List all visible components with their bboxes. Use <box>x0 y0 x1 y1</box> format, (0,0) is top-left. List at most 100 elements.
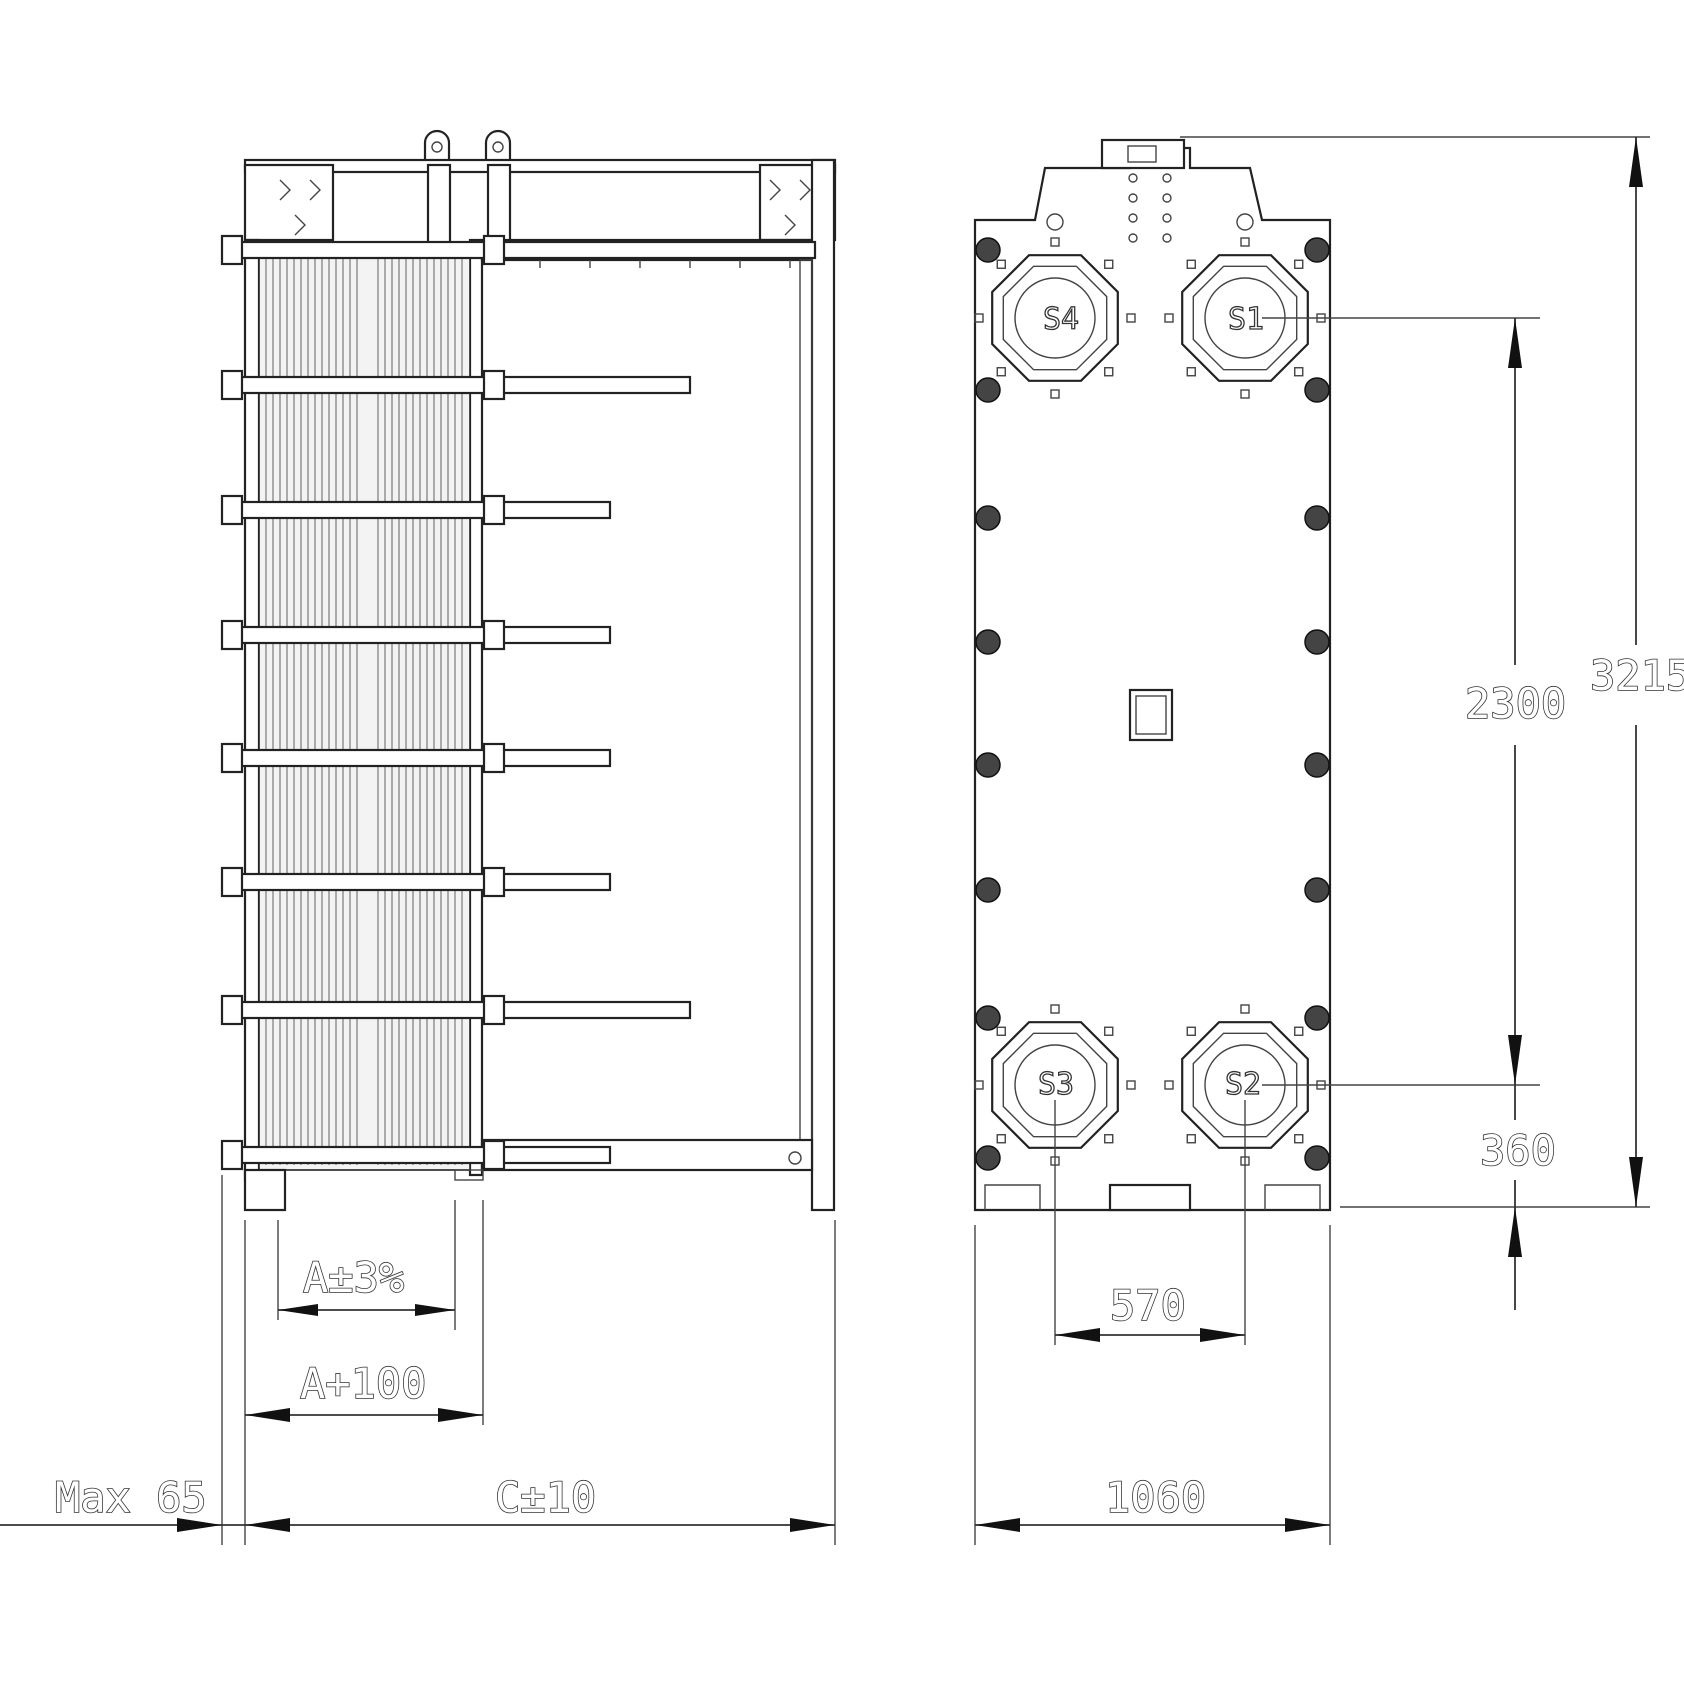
port-flange-inner <box>1192 1032 1298 1138</box>
port-flange <box>1181 1021 1309 1149</box>
frame-bolt <box>1304 629 1330 655</box>
frame-bolt <box>975 629 1001 655</box>
flange-stud <box>996 1026 1006 1036</box>
frame-bolt <box>975 1145 1001 1171</box>
flange-stud <box>1294 367 1304 377</box>
small-hole <box>1162 213 1172 223</box>
frame-bolt <box>1304 505 1330 531</box>
dim-label-2300: 2300 <box>1465 679 1566 728</box>
tightening-bolt <box>226 500 612 520</box>
small-hole <box>1162 173 1172 183</box>
flange-stud <box>1186 1026 1196 1036</box>
small-hole <box>1128 193 1138 203</box>
flange-stud <box>1050 1004 1060 1014</box>
bolt-nut <box>482 619 506 651</box>
dim-label-570: 570 <box>1110 1281 1186 1330</box>
dim-label-max-65: Max 65 <box>55 1473 207 1522</box>
bolt-nut <box>220 494 244 526</box>
frame-bolt <box>1304 1005 1330 1031</box>
lifting-lug <box>484 129 512 160</box>
port-flange <box>1181 254 1309 382</box>
frame-bolt <box>1304 377 1330 403</box>
flange-stud <box>974 313 984 323</box>
frame-head <box>243 163 335 242</box>
small-hole <box>1128 233 1138 243</box>
bolt-nut <box>482 742 506 774</box>
bolt-nut <box>220 619 244 651</box>
flange-stud <box>1104 1026 1114 1036</box>
port-connections <box>974 237 1326 1166</box>
flange-stud <box>1104 259 1114 269</box>
front-view <box>973 138 1332 1212</box>
frame-bolt <box>975 1005 1001 1031</box>
port-label-s4: S4 <box>1043 302 1079 337</box>
flange-stud <box>1126 313 1136 323</box>
lifting-hole <box>1046 213 1064 231</box>
flange-stud <box>1294 1134 1304 1144</box>
bolt-nut <box>220 866 244 898</box>
flange-stud <box>1164 1080 1174 1090</box>
bolt-nut <box>482 994 506 1026</box>
bolt-nut <box>482 369 506 401</box>
tightening-bolt <box>226 625 612 645</box>
lifting-lug <box>423 129 451 160</box>
tightening-bolts <box>220 234 817 1171</box>
support-column <box>810 158 836 1212</box>
top-holes <box>1046 173 1254 243</box>
flange-stud <box>1186 367 1196 377</box>
dim-label-a-100: A+100 <box>300 1359 426 1408</box>
small-hole <box>1162 233 1172 243</box>
tightening-bolt <box>226 1000 692 1020</box>
port-label-s2: S2 <box>1225 1067 1261 1102</box>
flange-stud <box>974 1080 984 1090</box>
flange-stud <box>996 259 1006 269</box>
dim-label-3215: 3215 <box>1590 651 1684 700</box>
flange-stud <box>1240 237 1250 247</box>
flange-stud <box>1104 1134 1114 1144</box>
frame-bolt <box>975 877 1001 903</box>
flange-stud <box>1050 389 1060 399</box>
bolt-nut <box>482 234 506 266</box>
frame-bolt <box>1304 1145 1330 1171</box>
bolt-nut <box>220 742 244 774</box>
port-flange-inner <box>1002 265 1108 371</box>
flange-stud <box>1104 367 1114 377</box>
tightening-bolt <box>226 748 612 768</box>
lifting-hole <box>1236 213 1254 231</box>
flange-stud <box>996 367 1006 377</box>
bolt-nut <box>482 1139 506 1171</box>
flange-stud <box>1240 1004 1250 1014</box>
frame-bolts <box>975 237 1330 1171</box>
flange-stud <box>1126 1080 1136 1090</box>
bolt-nut <box>220 994 244 1026</box>
port-flange-inner <box>1002 1032 1108 1138</box>
dim-label-a-3pct: A±3% <box>303 1253 404 1302</box>
bolt-nut <box>220 234 244 266</box>
dim-label-1060: 1060 <box>1105 1473 1206 1522</box>
dim-label-c-10: C±10 <box>495 1473 596 1522</box>
flange-stud <box>1164 313 1174 323</box>
tightening-bolt <box>226 872 612 892</box>
bolt-nut <box>220 369 244 401</box>
bolt-nut <box>220 1139 244 1171</box>
flange-stud <box>1294 1026 1304 1036</box>
frame-bolt <box>975 237 1001 263</box>
frame-bolt <box>975 377 1001 403</box>
bolt-nut <box>482 494 506 526</box>
frame-bolt <box>1304 237 1330 263</box>
frame-foot <box>243 1168 287 1212</box>
tightening-bolt <box>226 240 817 260</box>
small-hole <box>1128 173 1138 183</box>
flange-stud <box>1050 237 1060 247</box>
port-flange <box>991 1021 1119 1149</box>
flange-stud <box>1186 1134 1196 1144</box>
tightening-bolt <box>226 1145 612 1165</box>
dim-label-360: 360 <box>1480 1126 1556 1175</box>
frame-bolt <box>1304 877 1330 903</box>
tightening-bolt <box>226 375 692 395</box>
name-plate <box>1128 688 1174 742</box>
flange-stud <box>1294 259 1304 269</box>
port-label-s1: S1 <box>1228 302 1264 337</box>
frame-bolt <box>975 752 1001 778</box>
